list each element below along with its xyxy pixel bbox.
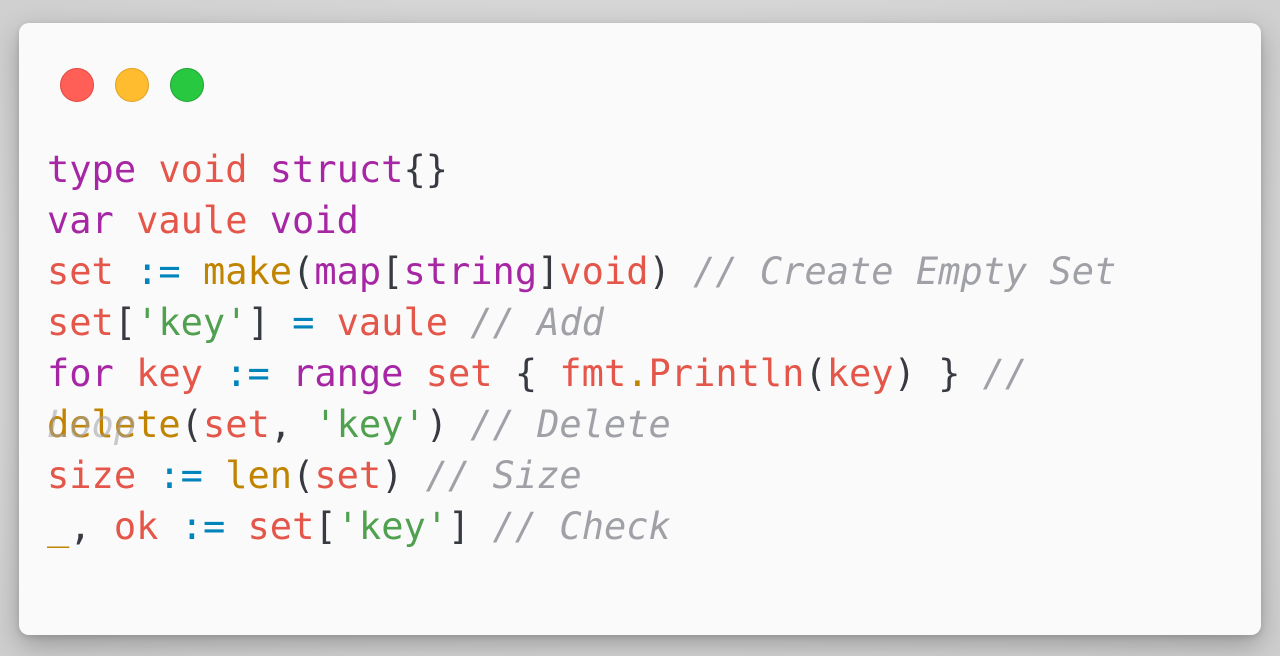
punctuation: [ [113, 301, 137, 344]
close-button[interactable] [60, 68, 94, 102]
identifier: key [136, 352, 203, 395]
string-literal: 'key' [336, 505, 449, 548]
package-name: fmt [559, 352, 627, 395]
code-line-4: set['key'] = vaule // Add [47, 297, 1116, 348]
comment: // Size [425, 454, 582, 497]
blank-identifier: _ [47, 505, 70, 548]
keyword: type [47, 148, 137, 191]
punctuation: {} [403, 148, 448, 191]
identifier: key [826, 352, 894, 395]
keyword: range [292, 352, 404, 395]
type-name: void [158, 148, 248, 191]
punctuation: ] [247, 301, 270, 344]
identifier: set [202, 403, 270, 446]
keyword: for [47, 352, 114, 395]
builtin-function: len [225, 454, 293, 497]
punctuation: } [938, 352, 961, 395]
punctuation: [ [314, 505, 337, 548]
identifier: set [425, 352, 493, 395]
comment: // Create Empty Set [693, 250, 1117, 293]
keyword: var [47, 199, 114, 242]
code-line-8: _, ok := set['key'] // Check [47, 501, 1116, 552]
punctuation: [ [381, 250, 404, 293]
punctuation: ) [648, 250, 671, 293]
minimize-button[interactable] [115, 68, 149, 102]
punctuation: ) [425, 403, 448, 446]
identifier: set [314, 454, 382, 497]
operator: := [158, 454, 203, 497]
punctuation: ( [292, 250, 315, 293]
identifier: set [47, 301, 114, 344]
punctuation: , [69, 505, 92, 548]
operator: := [136, 250, 181, 293]
code-line-6-wrap: Loop [47, 399, 1116, 450]
comment: // [982, 352, 1028, 395]
punctuation: ] [537, 250, 560, 293]
code-line-6: delete(set, 'key') // Delete [47, 399, 1116, 450]
punctuation: ( [292, 454, 315, 497]
operator: := [225, 352, 270, 395]
function-name: Println [648, 352, 805, 395]
code-line-1: type void struct{} [47, 144, 1116, 195]
punctuation: ( [804, 352, 827, 395]
comment: // Delete [470, 403, 671, 446]
identifier: vaule [136, 199, 248, 242]
identifier: set [247, 505, 315, 548]
punctuation: . [626, 352, 649, 395]
punctuation: { [514, 352, 538, 395]
type-name: void [559, 250, 649, 293]
maximize-button[interactable] [170, 68, 204, 102]
builtin-function: make [202, 250, 293, 293]
punctuation: ) [893, 352, 916, 395]
keyword: struct [269, 148, 404, 191]
identifier: ok [113, 505, 159, 548]
identifier: vaule [336, 301, 449, 344]
operator: = [292, 301, 315, 344]
punctuation: , [269, 403, 293, 446]
punctuation: ( [180, 403, 203, 446]
code-line-5: for key := range set { fmt.Println(key) … [47, 348, 1116, 399]
punctuation: ) [381, 454, 404, 497]
keyword: map [314, 250, 382, 293]
comment: // Check [492, 505, 671, 548]
punctuation: ] [448, 505, 471, 548]
string-literal: 'key' [136, 301, 248, 344]
code-line-7: size := len(set) // Size [47, 450, 1116, 501]
builtin-function: delete [47, 403, 181, 446]
type-name: void [269, 199, 359, 242]
operator: := [180, 505, 226, 548]
code-line-2: var vaule void [47, 195, 1116, 246]
code-window [19, 23, 1261, 635]
window-controls [60, 68, 204, 102]
identifier: set [47, 250, 114, 293]
comment-wrap: Loop [47, 403, 137, 446]
comment: // Add [470, 301, 604, 344]
string-literal: 'key' [314, 403, 426, 446]
keyword: string [403, 250, 538, 293]
identifier: size [47, 454, 137, 497]
code-line-3: set := make(map[string]void) // Create E… [47, 246, 1116, 297]
